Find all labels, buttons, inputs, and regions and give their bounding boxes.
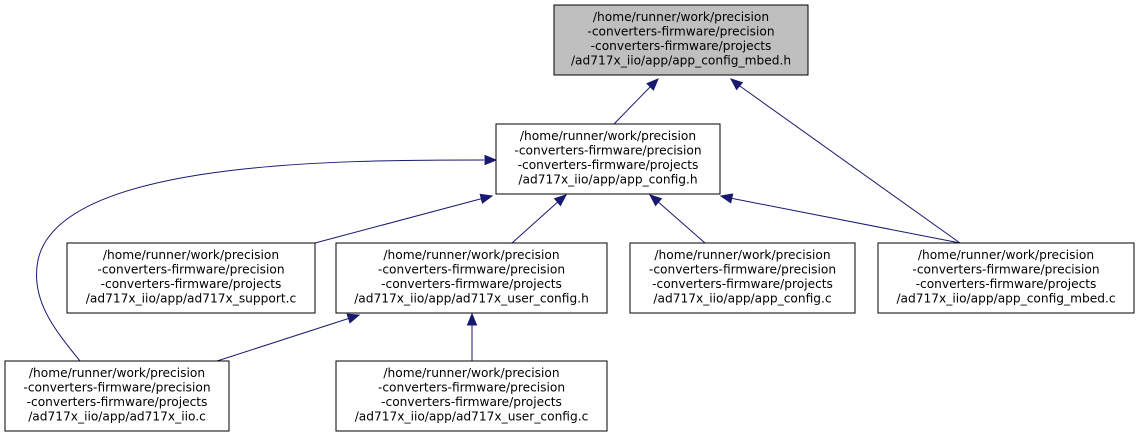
node-label-line: -converters-firmware/projects: [381, 277, 562, 291]
node-label-line: /home/runner/work/precision: [29, 366, 205, 380]
node-label-line: /home/runner/work/precision: [103, 248, 279, 262]
node-label-line: -converters-firmware/projects: [381, 395, 562, 409]
edge-line: [655, 199, 706, 244]
node-label-line: /ad717x_iio/app/ad717x_support.c: [86, 292, 296, 306]
node-box: [335, 360, 608, 432]
node-box: [495, 123, 721, 195]
node-label-line: /ad717x_iio/app/app_config_mbed.c: [896, 292, 1115, 306]
node-label-line: -converters-firmware/projects: [101, 277, 282, 291]
arrowhead-icon: [484, 154, 498, 166]
arrowhead-icon: [719, 193, 734, 204]
node-app-config-c[interactable]: /home/runner/work/precision-converters-f…: [629, 242, 856, 314]
node-label-line: /home/runner/work/precision: [520, 129, 696, 143]
node-box: [66, 242, 316, 314]
node-label-line: -converters-firmware/precision: [912, 263, 1099, 277]
arrowhead-icon: [646, 78, 659, 91]
node-box: [335, 242, 608, 314]
node-ad717x-iio-c[interactable]: /home/runner/work/precision-converters-f…: [4, 360, 230, 432]
node-label-line: -converters-firmware/precision: [378, 263, 565, 277]
arrowhead-icon: [553, 194, 568, 207]
node-label-line: /ad717x_iio/app/ad717x_iio.c: [28, 410, 206, 424]
node-box: [877, 242, 1135, 314]
edge-line: [613, 83, 654, 125]
node-label-line: /home/runner/work/precision: [383, 366, 559, 380]
node-app-config-mbed-h: /home/runner/work/precision-converters-f…: [553, 4, 809, 76]
node-label-line: /ad717x_iio/app/app_config.c: [653, 292, 831, 306]
node-label-line: /home/runner/work/precision: [383, 248, 559, 262]
edge-line: [729, 197, 961, 244]
node-label-line: /ad717x_iio/app/ad717x_user_config.h: [354, 292, 589, 306]
node-label-line: /ad717x_iio/app/app_config_mbed.h: [571, 54, 791, 68]
node-ad717x-support-c[interactable]: /home/runner/work/precision-converters-f…: [66, 242, 316, 314]
edge-app-config-mbed-c-to-app-config-h: [719, 193, 961, 244]
node-ad717x-user-config-h[interactable]: /home/runner/work/precision-converters-f…: [335, 242, 608, 314]
node-label-line: -converters-firmware/precision: [23, 381, 210, 395]
node-app-config-h[interactable]: /home/runner/work/precision-converters-f…: [495, 123, 721, 195]
node-label-line: -converters-firmware/precision: [514, 144, 701, 158]
arrowhead-icon: [648, 194, 663, 207]
node-label-line: -converters-firmware/precision: [378, 381, 565, 395]
edge-ad717x-iio-c-to-app-config-h: [36, 154, 498, 362]
edge-line: [216, 317, 351, 362]
edge-line: [36, 159, 485, 362]
node-label-line: -converters-firmware/precision: [649, 263, 836, 277]
node-label-line: -converters-firmware/projects: [591, 39, 772, 53]
node-box: [553, 4, 809, 76]
node-label-line: /ad717x_iio/app/ad717x_user_config.c: [355, 410, 589, 424]
node-label-line: -converters-firmware/precision: [587, 25, 774, 39]
node-box: [4, 360, 230, 432]
node-label-line: -converters-firmware/projects: [27, 395, 208, 409]
arrowhead-icon: [466, 312, 478, 326]
node-app-config-mbed-c[interactable]: /home/runner/work/precision-converters-f…: [877, 242, 1135, 314]
edge-ad717x-iio-c-to-ad717x-user-config-h: [216, 313, 361, 362]
edge-line: [511, 199, 561, 244]
node-label-line: /ad717x_iio/app/app_config.h: [518, 173, 697, 187]
edge-ad717x-user-config-c-to-ad717x-user-config-h: [466, 312, 478, 361]
node-label-line: /home/runner/work/precision: [593, 10, 769, 24]
arrowhead-icon: [346, 313, 361, 324]
edge-ad717x-support-c-to-app-config-h: [314, 193, 494, 244]
node-label-line: /home/runner/work/precision: [918, 248, 1094, 262]
edge-ad717x-user-config-h-to-app-config-h: [511, 194, 568, 244]
arrowhead-icon: [729, 78, 744, 91]
edge-line: [314, 197, 485, 244]
arrowhead-icon: [479, 193, 494, 204]
edge-app-config-h-to-app-config-mbed-h: [613, 78, 659, 125]
node-label-line: -converters-firmware/projects: [916, 277, 1097, 291]
node-label-line: -converters-firmware/projects: [518, 158, 699, 172]
node-box: [629, 242, 856, 314]
node-label-line: -converters-firmware/precision: [97, 263, 284, 277]
node-label-line: -converters-firmware/projects: [652, 277, 833, 291]
node-ad717x-user-config-c[interactable]: /home/runner/work/precision-converters-f…: [335, 360, 608, 432]
node-label-line: /home/runner/work/precision: [654, 248, 830, 262]
edge-app-config-mbed-c-to-app-config-mbed-h: [729, 78, 961, 244]
edge-app-config-c-to-app-config-h: [648, 194, 706, 244]
edge-line: [736, 83, 961, 244]
